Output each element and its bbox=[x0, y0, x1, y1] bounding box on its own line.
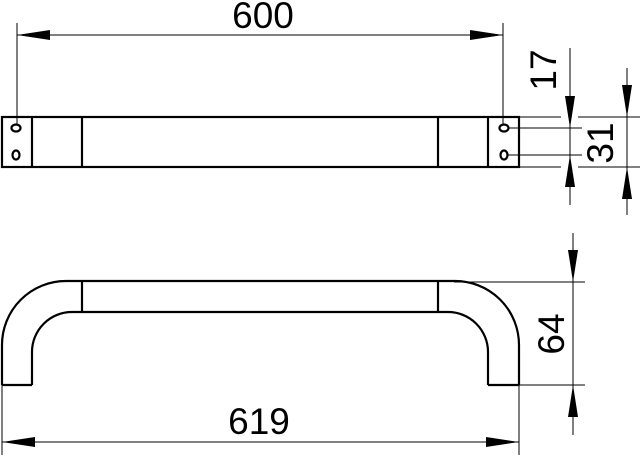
arrow-right-icon bbox=[486, 437, 519, 447]
dimension-600 bbox=[16, 23, 504, 124]
dimension-64 bbox=[454, 233, 585, 435]
side-view bbox=[0, 279, 521, 387]
arrow-left-icon bbox=[2, 437, 35, 447]
arrow-right-icon bbox=[470, 30, 503, 40]
arrow-up-icon bbox=[622, 167, 632, 199]
arrow-left-icon bbox=[17, 30, 50, 40]
dimension-17 bbox=[565, 48, 575, 205]
top-bar-outline bbox=[0, 115, 521, 169]
dimension-64-label: 64 bbox=[531, 313, 572, 354]
left-lower-hole-icon bbox=[11, 149, 21, 161]
left-upper-hole-icon bbox=[10, 123, 22, 133]
dimension-600-label: 600 bbox=[232, 0, 294, 36]
arrow-down-icon bbox=[565, 96, 575, 128]
arrow-down-icon bbox=[622, 85, 632, 117]
arrow-up-icon bbox=[565, 155, 575, 187]
dimension-619 bbox=[1, 385, 520, 455]
rail-outer-edge bbox=[0, 279, 521, 385]
right-upper-hole-icon bbox=[498, 123, 510, 133]
dimension-17-label: 17 bbox=[523, 49, 564, 90]
right-lower-hole-icon bbox=[499, 149, 509, 161]
arrow-down-icon bbox=[568, 250, 578, 282]
dimension-31-label: 31 bbox=[580, 122, 621, 163]
dimension-619-label: 619 bbox=[228, 401, 290, 442]
top-view bbox=[0, 115, 521, 169]
arrow-up-icon bbox=[568, 385, 578, 417]
rail-inner-edge bbox=[30, 310, 490, 385]
dimension-31 bbox=[622, 68, 632, 215]
